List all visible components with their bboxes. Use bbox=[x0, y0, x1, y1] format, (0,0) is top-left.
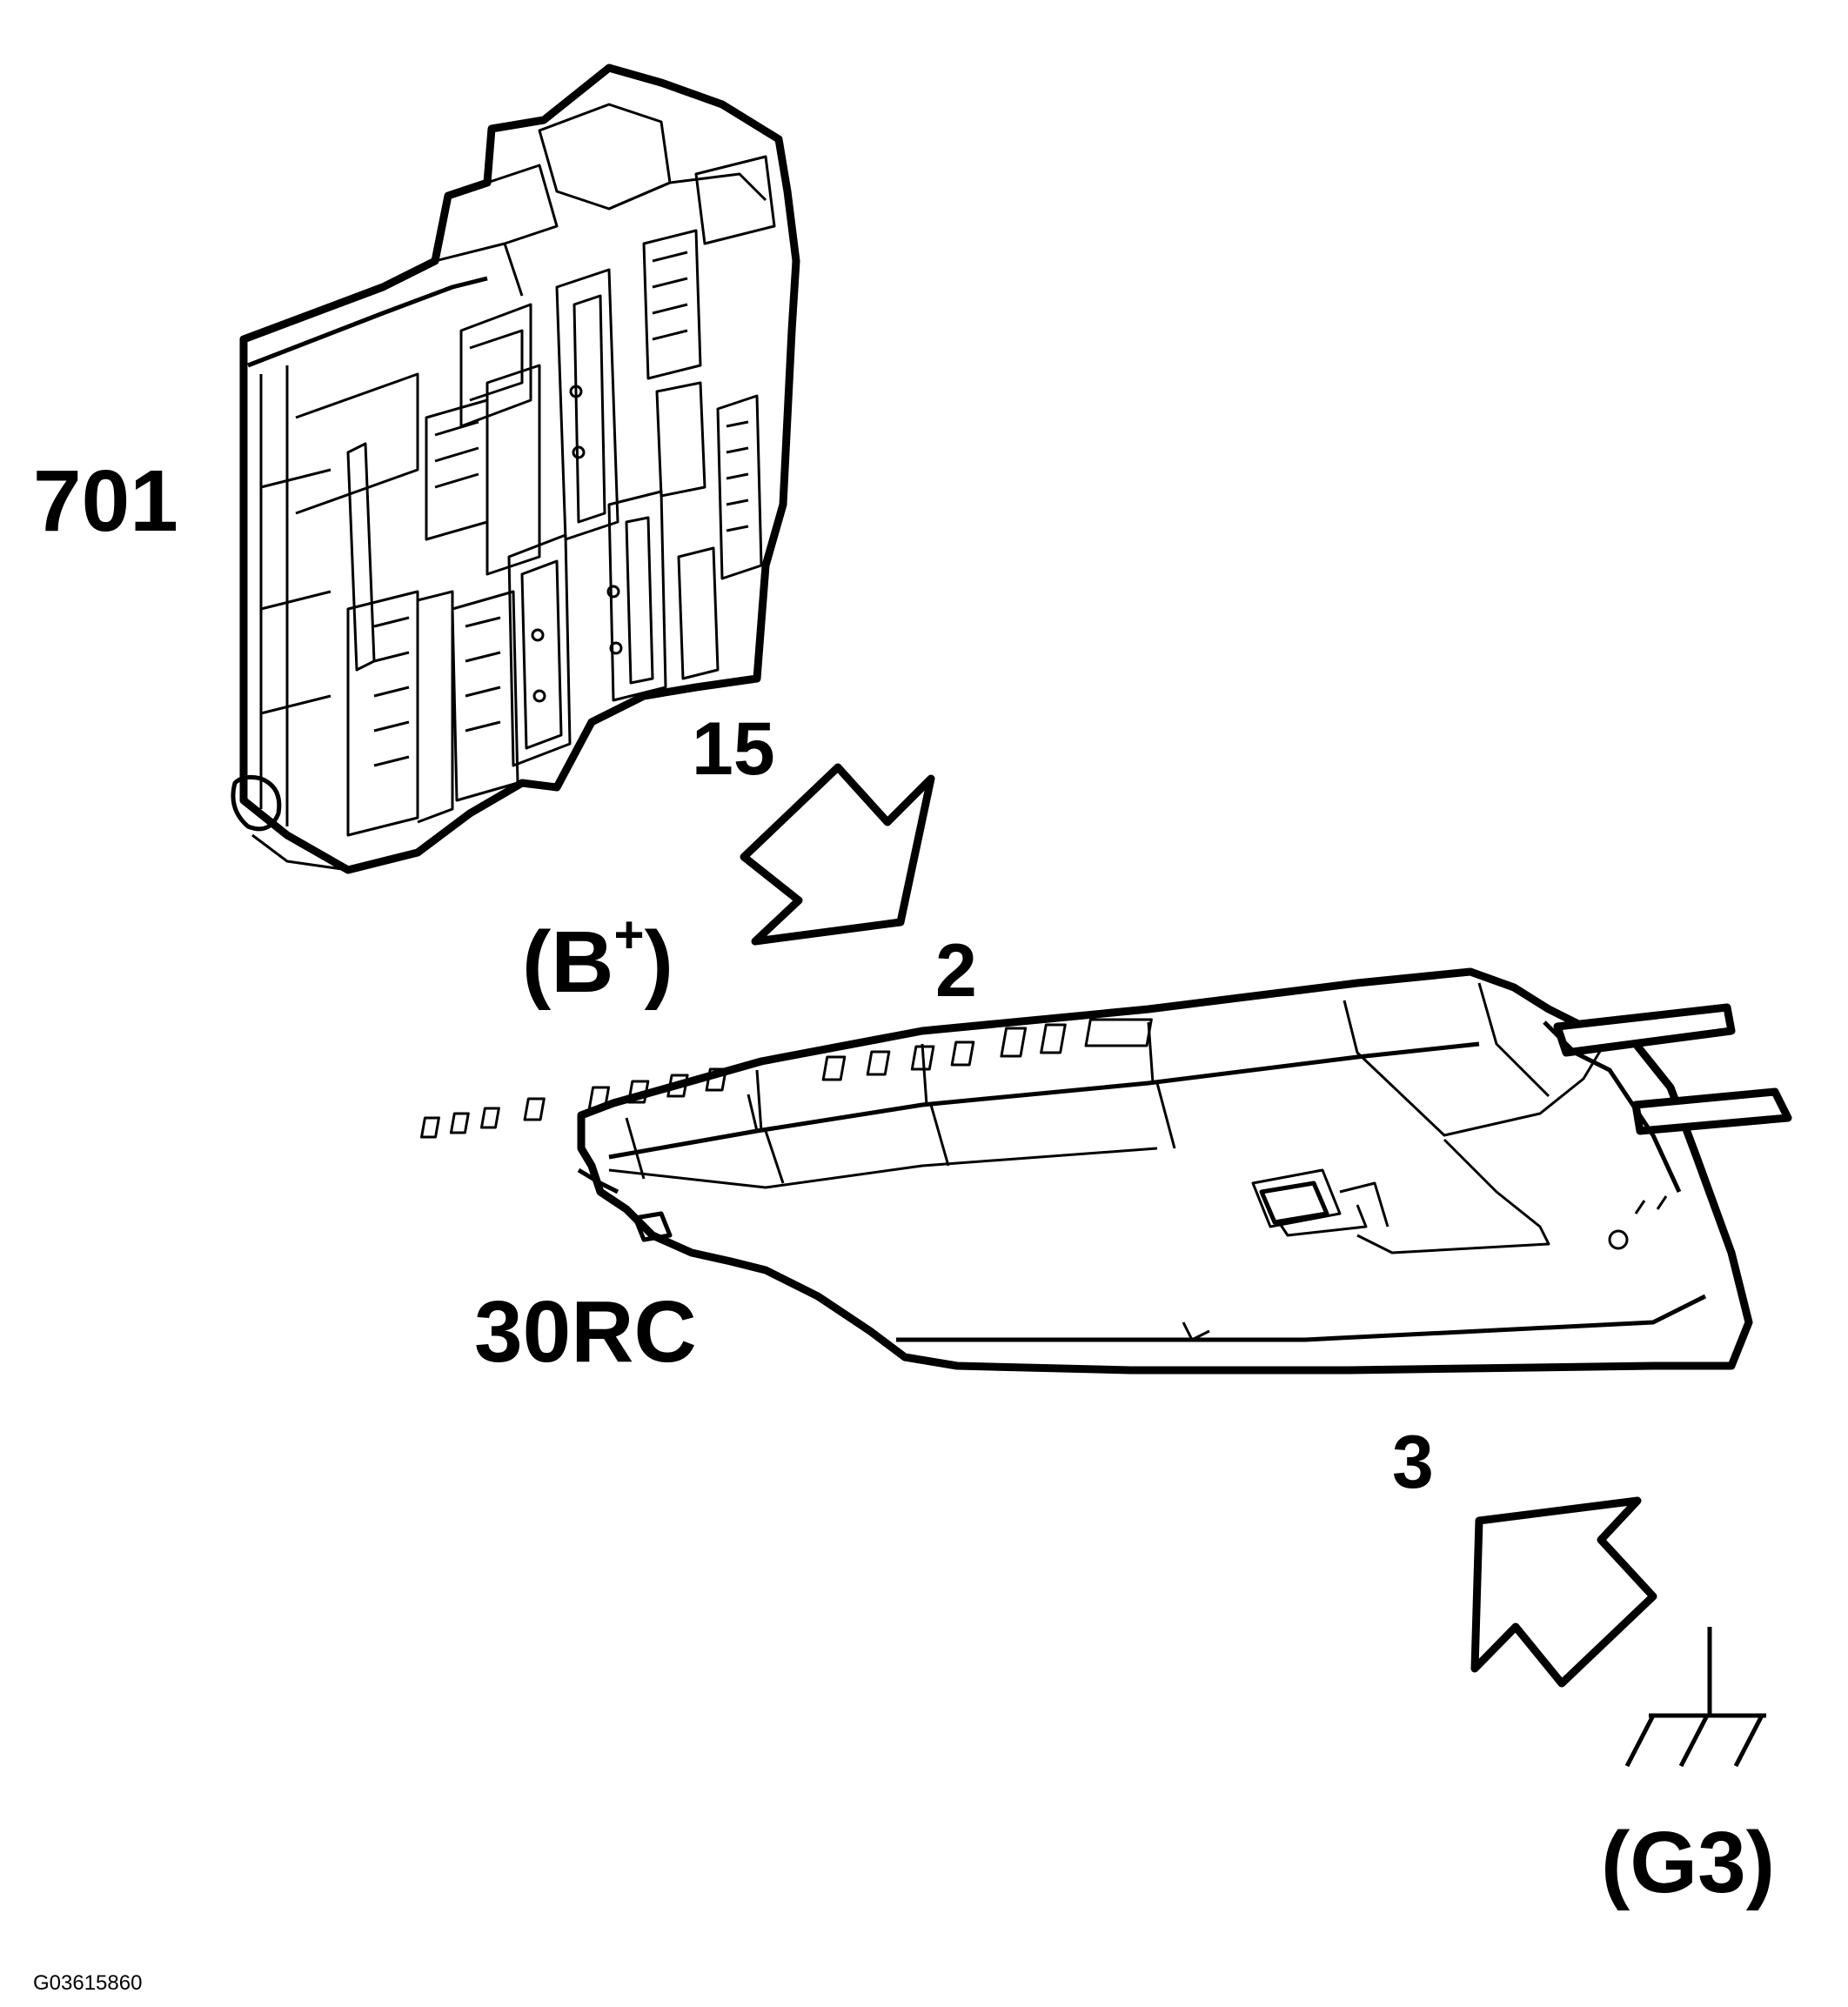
label-g3: (G3) bbox=[1601, 1814, 1775, 1911]
label-15: 15 bbox=[692, 707, 775, 791]
control-module bbox=[420, 967, 1792, 1375]
fuse-relay-box-701 bbox=[231, 64, 800, 874]
label-30rc: 30RC bbox=[474, 1283, 697, 1381]
label-pin-2: 2 bbox=[935, 929, 977, 1013]
label-701: 701 bbox=[33, 452, 178, 550]
ground-symbol-icon bbox=[1624, 1627, 1766, 1768]
label-pin-3: 3 bbox=[1392, 1421, 1434, 1504]
figure-id: G03615860 bbox=[33, 1971, 142, 1995]
supply-arrow bbox=[740, 763, 935, 946]
label-b-plus: (B+) bbox=[522, 906, 673, 1011]
ground-arrow bbox=[1470, 1496, 1657, 1688]
